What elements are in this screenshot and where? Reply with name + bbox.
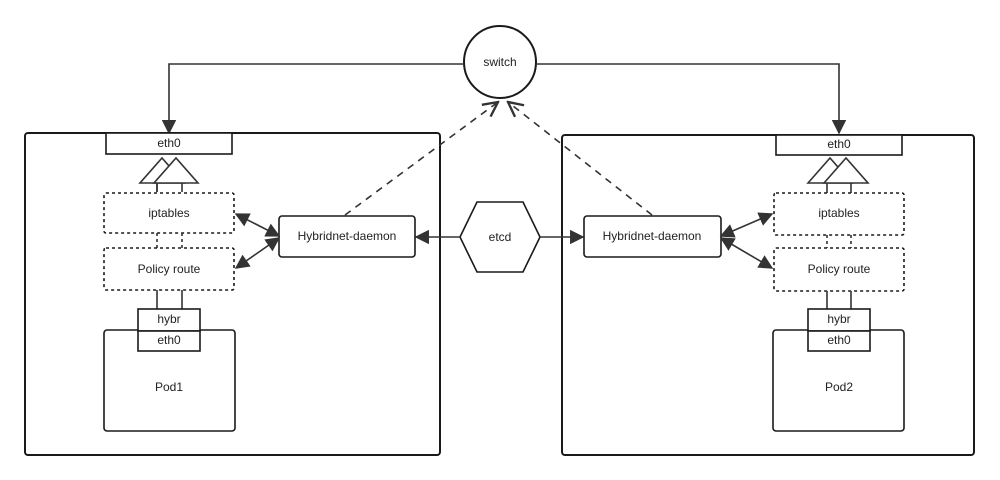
- node2-hybr-label: hybr: [827, 312, 850, 326]
- node2-link-daemon-iptables: [719, 212, 774, 238]
- node2-hybridnet-daemon-label: Hybridnet-daemon: [603, 229, 702, 243]
- etcd-label: etcd: [489, 230, 512, 244]
- node2-iptables-label: iptables: [818, 206, 859, 220]
- switch-node: [463, 25, 537, 99]
- node2-pod-label: Pod2: [825, 380, 853, 394]
- node1-pod-eth0-label: eth0: [157, 333, 181, 347]
- node1-iptables: [103, 192, 235, 234]
- link-switch-node1-eth0: [161, 63, 464, 135]
- node1-hybridnet-daemon-label: Hybridnet-daemon: [298, 229, 397, 243]
- node2-pod-eth0: [807, 330, 871, 352]
- node2-iptables: [773, 192, 905, 236]
- node1-link-daemon-iptables: [234, 213, 281, 237]
- link-switch-node2-eth0: [536, 63, 847, 135]
- node2-policy-route: [773, 247, 905, 292]
- node1-hybr-label: hybr: [157, 312, 180, 326]
- switch-label: switch: [483, 55, 516, 69]
- node2-eth0-label: eth0: [827, 137, 851, 151]
- node1-pod-eth0: [137, 330, 201, 352]
- node2-pod-eth0-label: eth0: [827, 333, 851, 347]
- node1-eth0: [105, 132, 233, 155]
- node1-pod-label: Pod1: [155, 380, 183, 394]
- link-daemon2-switch: [508, 102, 653, 216]
- node1-policy-route-label: Policy route: [138, 262, 201, 276]
- link-daemon1-switch: [344, 102, 498, 216]
- node2-container: [561, 134, 975, 456]
- node2-uplink-arrow-right: [822, 156, 870, 184]
- node1-policy-route: [103, 247, 235, 291]
- node2-link-daemon-policy: [719, 237, 774, 269]
- node1-iptables-label: iptables: [148, 206, 189, 220]
- node1-eth0-label: eth0: [157, 136, 181, 150]
- node1-link-daemon-policy: [234, 237, 281, 269]
- node2-eth0: [775, 134, 903, 156]
- node2-policy-route-label: Policy route: [808, 262, 871, 276]
- node1-uplink-arrow-right: [152, 156, 200, 184]
